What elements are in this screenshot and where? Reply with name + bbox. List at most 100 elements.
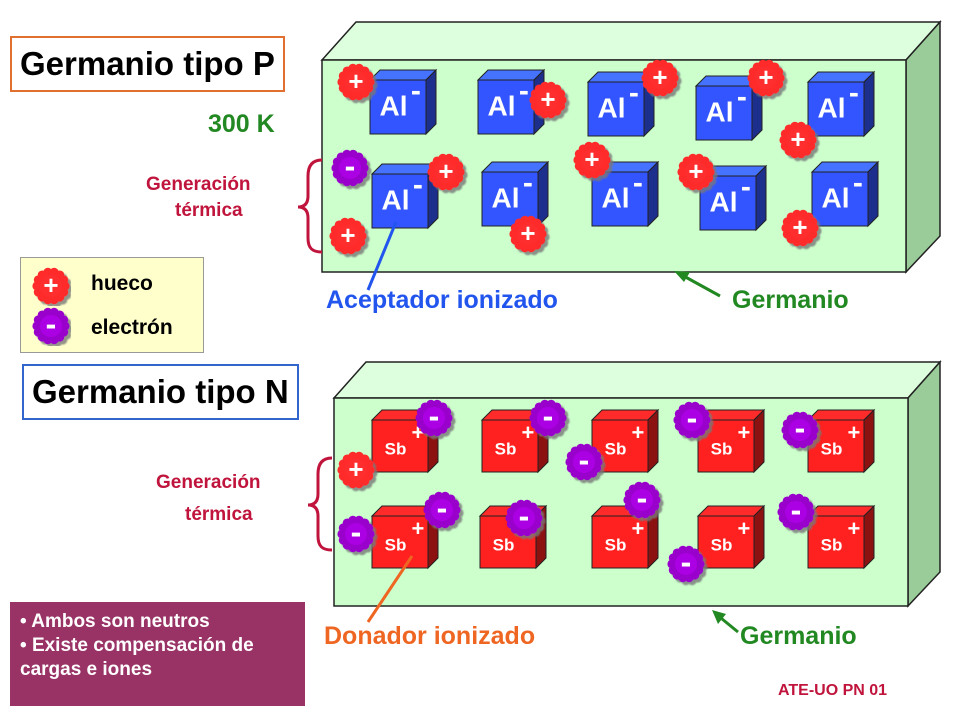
svg-text:-: -: [519, 498, 530, 534]
electron: -: [777, 492, 815, 531]
ion-symbol: Al: [488, 91, 516, 122]
electron-legend-label: electrón: [91, 316, 173, 339]
svg-text:+: +: [584, 144, 599, 174]
electron: -: [423, 490, 461, 529]
n-type-title: Germanio tipo N: [22, 364, 299, 420]
svg-text:+: +: [758, 62, 773, 92]
svg-text:-: -: [579, 442, 590, 478]
hole-legend-label: hueco: [91, 272, 153, 295]
legend: + hueco - electrón: [20, 257, 204, 353]
acceptor-ions: Al-Al-Al-Al-Al-Al-Al-Al-Al-Al-: [368, 68, 880, 232]
electron: -: [623, 480, 661, 519]
hole: +: [677, 153, 715, 191]
ion-charge: -: [633, 167, 643, 200]
hole-legend-icon: +: [32, 267, 70, 305]
ion-charge: +: [521, 420, 534, 445]
electron: -: [505, 498, 543, 537]
ion-symbol: Al: [706, 97, 734, 128]
svg-text:+: +: [792, 212, 807, 242]
temperature-label: 300 K: [208, 110, 275, 138]
donor-ion: Sb+: [696, 408, 766, 474]
hole: +: [329, 217, 367, 255]
ion-charge: -: [737, 81, 747, 114]
svg-text:+: +: [340, 220, 355, 250]
electron: -: [673, 400, 711, 439]
hole: +: [427, 153, 465, 191]
germanium-arrowhead-n: [712, 610, 726, 624]
hole: +: [781, 209, 819, 247]
svg-text:-: -: [795, 410, 806, 446]
hole: +: [779, 121, 817, 159]
germanium-label-n: Germanio: [740, 622, 857, 650]
electron: -: [415, 398, 453, 437]
hole: +: [337, 63, 375, 101]
generation-label-p-line1: Generación: [146, 174, 251, 195]
ion-charge: +: [411, 516, 424, 541]
ion-charge: -: [411, 75, 421, 108]
electron: -: [667, 544, 705, 583]
ion-symbol: Sb: [821, 439, 843, 458]
svg-text:-: -: [351, 514, 362, 550]
ion-charge: -: [519, 75, 529, 108]
germanium-arrowhead-p: [674, 271, 690, 282]
donor-ion: Sb+: [696, 504, 766, 570]
germanium-label-p: Germanio: [732, 286, 849, 314]
ion-symbol: Sb: [711, 439, 733, 458]
acceptor-label: Aceptador ionizado: [326, 286, 558, 314]
hole: +: [529, 81, 567, 119]
donor-arrow: [366, 555, 414, 623]
acceptor-ion: Al-: [694, 74, 764, 142]
svg-text:-: -: [437, 490, 448, 526]
acceptor-ion: Al-: [368, 68, 438, 136]
ion-charge: -: [849, 77, 859, 110]
svg-text:-: -: [681, 544, 692, 580]
generation-label-n-line1: Generación: [156, 472, 261, 493]
hole: +: [747, 59, 785, 97]
ion-symbol: Al: [710, 187, 738, 218]
hole: +: [573, 141, 611, 179]
hole: +: [509, 215, 547, 253]
acceptor-ion: Al-: [806, 70, 876, 138]
germanium-arrow-p: [679, 272, 721, 298]
electron-legend-bead: -: [32, 306, 70, 345]
ion-symbol: Sb: [385, 535, 407, 554]
electron: -: [781, 410, 819, 449]
acceptor-arrow: [366, 221, 398, 291]
hole: +: [337, 451, 375, 489]
donor-ion: Sb+: [590, 504, 660, 570]
ion-symbol: Sb: [385, 439, 407, 458]
svg-text:-: -: [46, 306, 57, 342]
ion-charge: -: [523, 167, 533, 200]
svg-text:-: -: [687, 400, 698, 436]
svg-text:+: +: [520, 218, 535, 248]
donor-ion: Sb+: [806, 504, 876, 570]
electron: -: [529, 398, 567, 437]
donor-ion: Sb+: [806, 408, 876, 474]
ion-symbol: Al: [380, 91, 408, 122]
ion-symbol: Al: [822, 183, 850, 214]
ion-charge: +: [847, 420, 860, 445]
donor-ion: Sb+: [370, 504, 440, 570]
generation-brace-p: [297, 158, 323, 254]
svg-text:+: +: [790, 124, 805, 154]
carriers: ++++++++++++------------: [329, 59, 819, 583]
electron: -: [331, 148, 369, 187]
ion-charge: +: [631, 516, 644, 541]
ion-symbol: Sb: [711, 535, 733, 554]
ion-symbol: Sb: [493, 535, 515, 554]
acceptor-ion: Al-: [586, 70, 656, 138]
electron: -: [337, 514, 375, 553]
donor-ions: Sb+Sb+Sb+Sb+Sb+Sb+Sb+Sb+Sb+Sb+: [370, 408, 876, 570]
slide-code: ATE-UO PN 01: [778, 682, 888, 699]
ion-charge: -: [629, 77, 639, 110]
ion-symbol: Al: [818, 93, 846, 124]
ion-symbol: Sb: [495, 439, 517, 458]
ion-symbol: Sb: [821, 535, 843, 554]
svg-text:+: +: [652, 62, 667, 92]
ion-charge: -: [853, 167, 863, 200]
donor-ion: Sb+: [590, 408, 660, 474]
ion-symbol: Al: [492, 183, 520, 214]
svg-text:-: -: [791, 492, 802, 528]
ion-symbol: Al: [382, 185, 410, 216]
